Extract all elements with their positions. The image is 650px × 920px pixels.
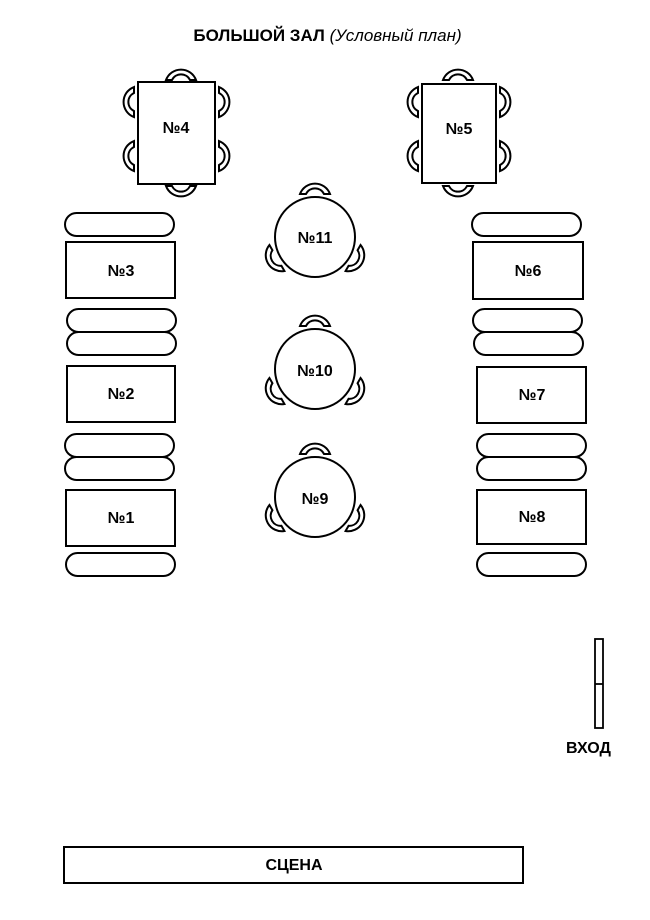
table-1-label: №1 [108, 510, 135, 527]
table-10-label: №10 [297, 363, 333, 380]
table-8-group[interactable]: №8 [476, 456, 587, 577]
table-11-label: №11 [298, 230, 333, 247]
table-11-group[interactable]: №11 [259, 182, 371, 278]
table-6[interactable] [472, 241, 584, 300]
bench [476, 552, 587, 577]
table-4-label: №4 [163, 120, 190, 137]
chair-icon [442, 68, 474, 81]
bench [64, 456, 175, 481]
stage: СЦЕНА [63, 846, 524, 884]
chair-icon [299, 442, 331, 455]
chair-icon [122, 86, 135, 118]
table-9[interactable] [274, 456, 356, 538]
table-1-group[interactable]: №1 [64, 456, 176, 577]
bench [66, 331, 177, 356]
bench [64, 433, 175, 458]
chair-icon [299, 182, 331, 195]
table-5[interactable] [421, 83, 497, 184]
chair-icon [499, 86, 512, 118]
entrance-label: ВХОД [566, 740, 611, 757]
stage-box [63, 846, 524, 884]
table-2[interactable] [66, 365, 176, 423]
table-11[interactable] [274, 196, 356, 278]
table-4[interactable] [137, 81, 216, 185]
bench [476, 456, 587, 481]
table-7-label: №7 [519, 387, 546, 404]
table-3-label: №3 [108, 263, 135, 280]
bench [65, 552, 176, 577]
table-3-group[interactable]: №3 [64, 212, 177, 333]
chair-icon [122, 140, 135, 172]
chair-icon [165, 68, 197, 81]
table-9-label: №9 [302, 491, 329, 508]
hall-title: БОЛЬШОЙ ЗАЛ (Условный план) [0, 26, 650, 46]
entrance-door[interactable] [594, 638, 604, 729]
bench [66, 308, 177, 333]
table-9-group[interactable]: №9 [259, 442, 371, 538]
stage-label: СЦЕНА [265, 857, 322, 874]
table-7-group[interactable]: №7 [473, 331, 587, 458]
bench [472, 308, 583, 333]
table-10-group[interactable]: №10 [259, 314, 371, 411]
table-8-label: №8 [519, 509, 546, 526]
chair-icon [299, 314, 331, 327]
chair-icon [406, 140, 419, 172]
table-7[interactable] [476, 366, 587, 424]
bench [471, 212, 582, 237]
table-5-group[interactable]: №5 [406, 68, 512, 198]
chair-icon [442, 185, 474, 198]
table-1[interactable] [65, 489, 176, 547]
chair-icon [406, 86, 419, 118]
chair-icon [499, 140, 512, 172]
bench [64, 212, 175, 237]
table-6-group[interactable]: №6 [471, 212, 584, 333]
table-3[interactable] [65, 241, 176, 299]
table-5-label: №5 [446, 121, 473, 138]
bench [473, 331, 584, 356]
chair-icon [218, 86, 231, 118]
table-2-label: №2 [108, 386, 135, 403]
table-8[interactable] [476, 489, 587, 545]
table-6-label: №6 [515, 263, 542, 280]
chair-icon [165, 185, 197, 198]
bench [476, 433, 587, 458]
table-10[interactable] [274, 328, 356, 410]
hall-title-sub: (Условный план) [329, 26, 462, 45]
table-2-group[interactable]: №2 [64, 331, 177, 458]
hall-title-main: БОЛЬШОЙ ЗАЛ [193, 26, 325, 45]
table-4-group[interactable]: №4 [122, 68, 231, 198]
chair-icon [218, 140, 231, 172]
